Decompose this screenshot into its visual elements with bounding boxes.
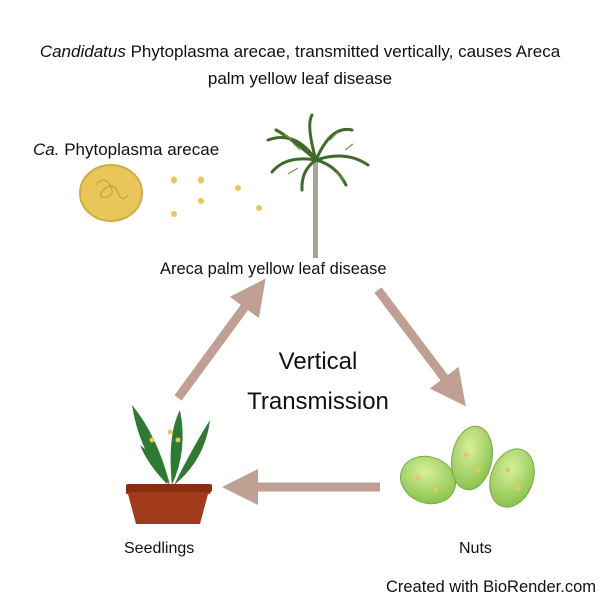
center-label-line1: Vertical [278, 348, 358, 375]
title-italic: Candidatus [39, 42, 126, 61]
title-line1: Phytoplasma arecae, transmitted vertical… [125, 42, 561, 61]
areca-palm-icon [266, 113, 370, 258]
phytoplasma-cell-icon [79, 164, 143, 222]
arrow-seedlings-to-palm [174, 278, 266, 401]
areca-nuts-icon [400, 425, 535, 508]
phytoplasma-particles-icon [171, 176, 262, 217]
seedling-icon [126, 405, 212, 524]
palm-label: Areca palm yellow leaf disease [160, 260, 387, 278]
pathogen-label-italic: Ca. [33, 140, 60, 159]
seedlings-label: Seedlings [124, 540, 195, 557]
figure-title: Candidatus Phytoplasma arecae, transmitt… [0, 38, 600, 92]
pathogen-label-rest: Phytoplasma arecae [59, 140, 220, 159]
pathogen-label: Ca. Phytoplasma arecae [33, 140, 219, 160]
arrow-palm-to-nuts [374, 287, 466, 407]
center-label-line2: Transmission [247, 388, 389, 415]
credit-text: Created with BioRender.com [385, 578, 596, 596]
nuts-label: Nuts [459, 540, 492, 557]
center-label: Vertical Transmission [200, 342, 436, 422]
title-line2: palm yellow leaf disease [207, 69, 393, 88]
